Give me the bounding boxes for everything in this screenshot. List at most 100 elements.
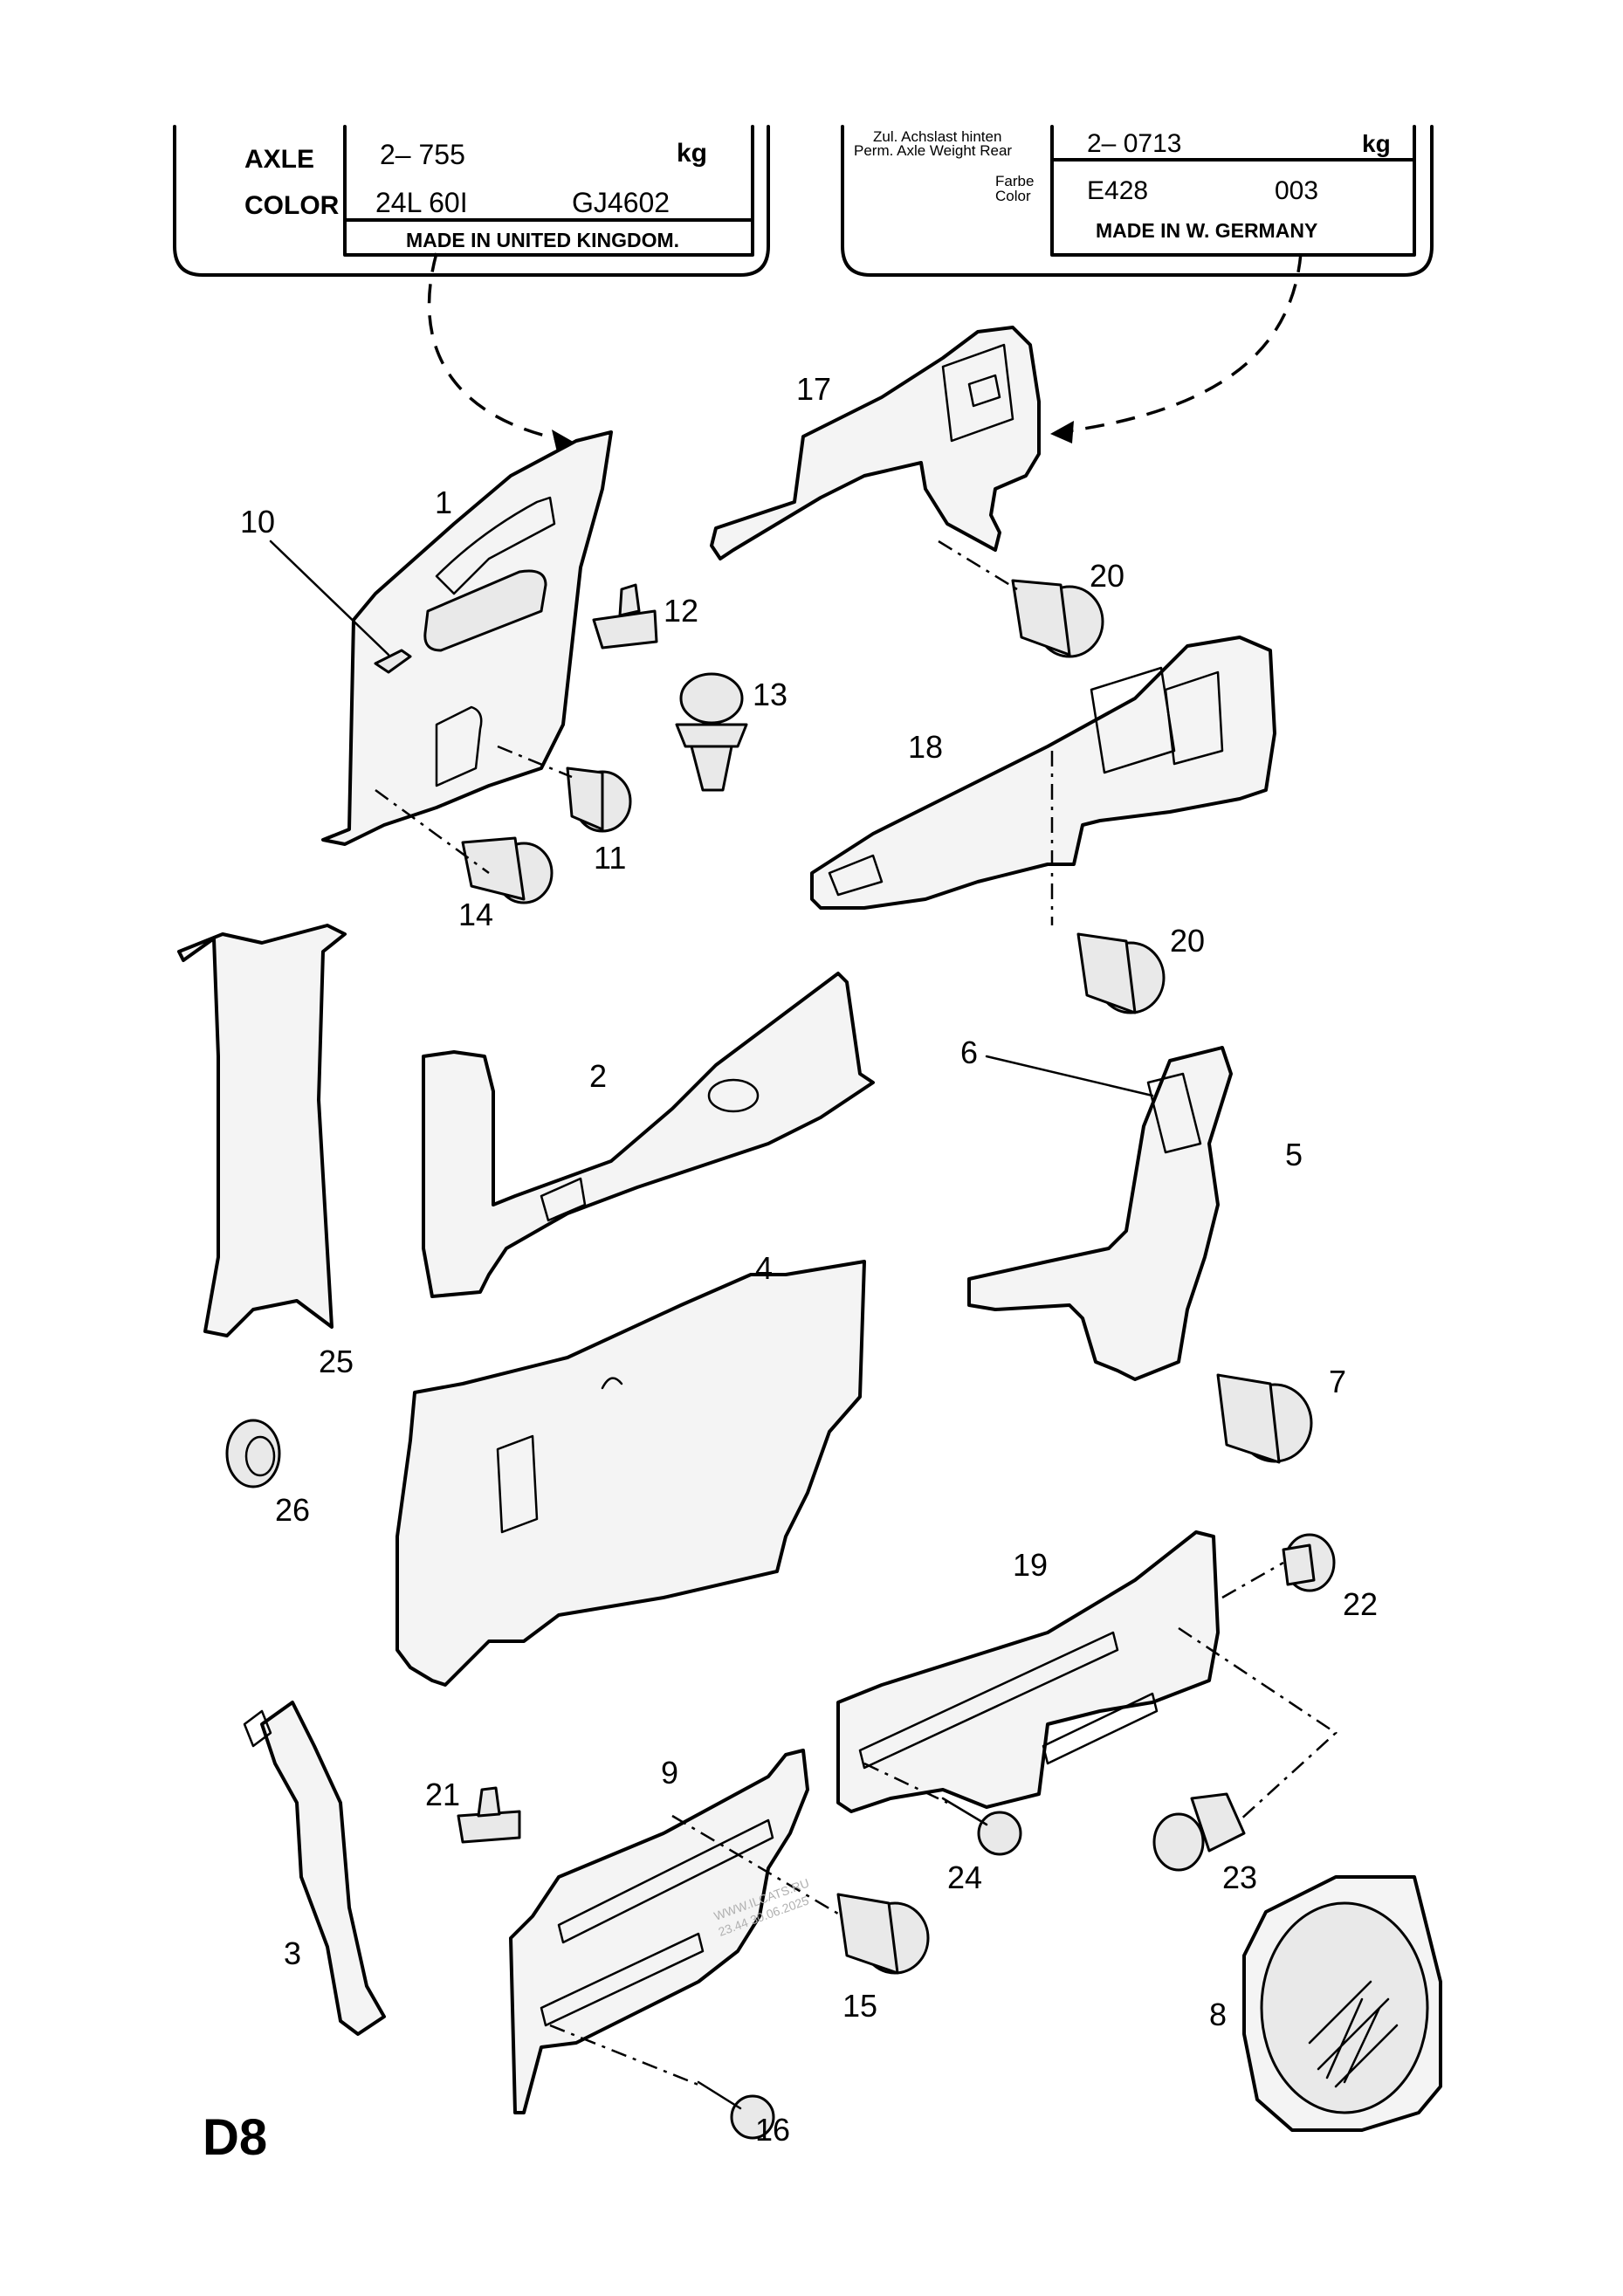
leader-de-to-part17 — [1060, 252, 1303, 434]
screw-24-shank — [941, 1797, 988, 1826]
fit-line-22 — [1221, 1561, 1284, 1599]
part-4-quarter-panel — [395, 1260, 866, 1687]
callout-18: 18 — [908, 729, 943, 765]
callout-17: 17 — [796, 371, 831, 407]
callout-2: 2 — [589, 1058, 607, 1094]
part-9-strip-1 — [557, 1818, 774, 1944]
color-line2: Color — [995, 188, 1031, 204]
clip-13-flange — [675, 723, 748, 748]
axle-color-label-de: Zul. Achslast hinten Perm. Axle Weight R… — [841, 125, 1434, 277]
fit-line-20a — [938, 540, 1018, 591]
part-18-panel — [810, 636, 1276, 910]
clip-20a-body — [1011, 579, 1071, 656]
clip-13-stem — [690, 745, 733, 792]
made-in-label-de: MADE IN W. GERMANY — [1096, 219, 1317, 242]
part-1-bracket — [435, 705, 483, 787]
clip-7 — [1216, 1373, 1313, 1464]
axle-unit-de: kg — [1362, 130, 1391, 157]
callout-11: 11 — [594, 840, 626, 876]
clip-13 — [675, 672, 748, 792]
part-17-panel — [710, 326, 1041, 560]
clip-12 — [592, 583, 658, 650]
part-17-slot — [967, 374, 1001, 408]
part-9-panel — [509, 1749, 809, 2114]
callout-14: 14 — [458, 897, 493, 932]
screw-24 — [941, 1797, 1022, 1856]
callout-9: 9 — [661, 1755, 678, 1791]
callout-20a: 20 — [1090, 558, 1124, 594]
arrowhead-part1 — [552, 430, 576, 452]
part-10-clip — [374, 649, 412, 674]
color-code: 24L 60I — [375, 187, 468, 218]
part-2-vent — [540, 1177, 587, 1222]
screw-16-head — [730, 2094, 775, 2140]
clip-21 — [457, 1786, 521, 1844]
callout-22: 22 — [1343, 1586, 1378, 1622]
clip-7-body — [1216, 1373, 1281, 1464]
part-17-inner-recess — [941, 343, 1014, 443]
part-2-lower-trim — [422, 972, 875, 1298]
part-6-clip-seat — [1146, 1072, 1202, 1154]
color-code-2-de: 003 — [1275, 176, 1318, 205]
part-2-panel — [422, 972, 875, 1298]
part-9-strip-2 — [540, 1932, 705, 2027]
part-1-grab-handle — [423, 569, 547, 652]
callout-8: 8 — [1209, 1997, 1227, 2032]
screw-16 — [697, 2080, 775, 2140]
fit-line-14 — [375, 788, 490, 875]
part-26-inner — [244, 1435, 276, 1477]
clip-15 — [836, 1893, 930, 1975]
part-26-outer — [225, 1419, 281, 1488]
callout-25: 25 — [319, 1344, 354, 1379]
part-18-speaker-recess — [1090, 666, 1176, 774]
fit-line-11 — [497, 745, 573, 779]
callout-24: 24 — [947, 1859, 982, 1895]
callout-26: 26 — [275, 1492, 310, 1528]
callout-15: 15 — [842, 1988, 877, 2024]
axle-value: 2– 755 — [380, 139, 465, 170]
clip-20b — [1076, 932, 1166, 1014]
fit-line-16 — [549, 2024, 704, 2088]
label-uk-outline — [173, 125, 770, 277]
axle-label: AXLE — [244, 145, 314, 174]
part-3-clip — [243, 1709, 272, 1748]
part-3-pillar-strip — [243, 1701, 386, 2036]
callout-16: 16 — [755, 2112, 790, 2148]
callout-10: 10 — [240, 504, 275, 540]
callout-21: 21 — [425, 1777, 460, 1812]
part-8-speaker-grille — [1242, 1875, 1442, 2132]
part-17-upper-trim — [710, 326, 1041, 560]
made-in-label: MADE IN UNITED KINGDOM. — [406, 229, 679, 251]
axle-line2: Perm. Axle Weight Rear — [854, 142, 1012, 159]
part-18-lower-trim — [810, 636, 1276, 910]
part-18-vent — [1164, 670, 1224, 766]
clip-12-base — [592, 609, 658, 650]
label-de-outline — [841, 125, 1434, 277]
color-line1: Farbe — [995, 173, 1034, 189]
callout-4: 4 — [755, 1250, 773, 1286]
color-code-2: GJ4602 — [572, 187, 670, 218]
part-19-lower-rear-trim — [836, 1530, 1220, 1813]
fit-line-24 — [863, 1762, 948, 1804]
part-5-arch-trim — [967, 1046, 1233, 1381]
clip-22-body — [1282, 1543, 1316, 1586]
clip-20b-body — [1076, 932, 1137, 1014]
part-5-panel — [967, 1046, 1233, 1381]
clip-23-body — [1190, 1792, 1246, 1853]
axle-value-de: 2– 0713 — [1087, 129, 1181, 158]
clip-15-body — [836, 1893, 899, 1975]
part-3-strip — [260, 1701, 386, 2036]
callout-23: 23 — [1222, 1859, 1257, 1895]
callout-20b: 20 — [1170, 923, 1205, 959]
clip-11 — [566, 766, 632, 833]
callout-6: 6 — [960, 1035, 978, 1070]
page-code: D8 — [203, 2109, 267, 2166]
clip-22 — [1282, 1533, 1336, 1592]
axle-unit: kg — [677, 139, 707, 168]
clip-20a — [1011, 579, 1104, 658]
leader-uk-to-part1 — [427, 252, 568, 443]
part-4-hook — [601, 1377, 623, 1390]
part-25-pillar-trim — [177, 924, 347, 1337]
part-1-quarter-trim — [321, 430, 613, 846]
